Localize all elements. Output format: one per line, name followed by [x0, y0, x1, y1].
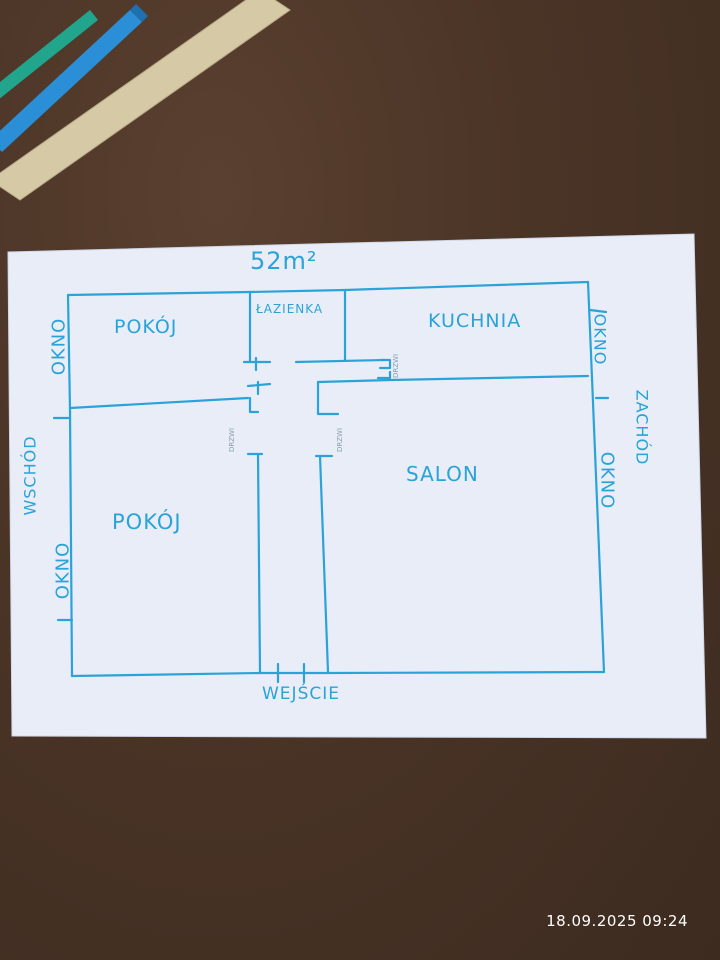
floor-plan-walls — [52, 280, 610, 684]
door-mark-kuchnia — [376, 370, 392, 380]
window-label-left-bottom: OKNO — [52, 541, 74, 600]
green-marker — [0, 10, 98, 99]
window-label-right-bottom: OKNO — [596, 451, 618, 510]
window-label-right-top: OKNO — [590, 313, 610, 366]
wall-bottom — [70, 670, 606, 678]
door-note-hall-left: DRZWI — [228, 427, 237, 453]
wall-lazienka-bottom — [294, 358, 386, 364]
room-label-pokoj-left: POKÓJ — [112, 510, 182, 534]
wall-hall-corner — [316, 380, 340, 416]
door-mark-3 — [248, 396, 260, 414]
direction-west: ZACHÓD — [632, 389, 652, 466]
room-label-salon: SALON — [406, 462, 479, 486]
door-mark-lazienka — [378, 358, 392, 370]
wall-right — [586, 280, 606, 674]
room-label-kuchnia: KUCHNIA — [428, 310, 522, 332]
direction-east: WSCHÓD — [20, 435, 40, 516]
door-note-kuchnia: DRZWI — [392, 353, 401, 379]
blue-marker-cap — [130, 4, 148, 22]
ruler — [0, 0, 291, 201]
room-label-lazienka: ŁAZIENKA — [256, 302, 324, 316]
window-label-left-top: OKNO — [48, 317, 70, 376]
wall-left — [66, 293, 74, 678]
wall-hall-left — [256, 452, 262, 674]
wall-top — [66, 280, 590, 297]
wall-hall-right — [318, 454, 330, 674]
photo-timestamp: 18.09.2025 09:24 — [546, 912, 688, 930]
paper-sheet — [7, 233, 707, 739]
blue-marker — [0, 10, 142, 152]
room-label-pokoj-top: POKÓJ — [114, 316, 178, 338]
entrance-label: WEJŚCIE — [262, 684, 340, 704]
wall-kuchnia-salon — [316, 374, 590, 384]
wall-pokoj-top-bottom — [68, 396, 250, 410]
window-tick-right-top — [588, 308, 608, 314]
door-note-hall-right: DRZWI — [336, 427, 345, 453]
area-label: 52m² — [250, 247, 318, 275]
